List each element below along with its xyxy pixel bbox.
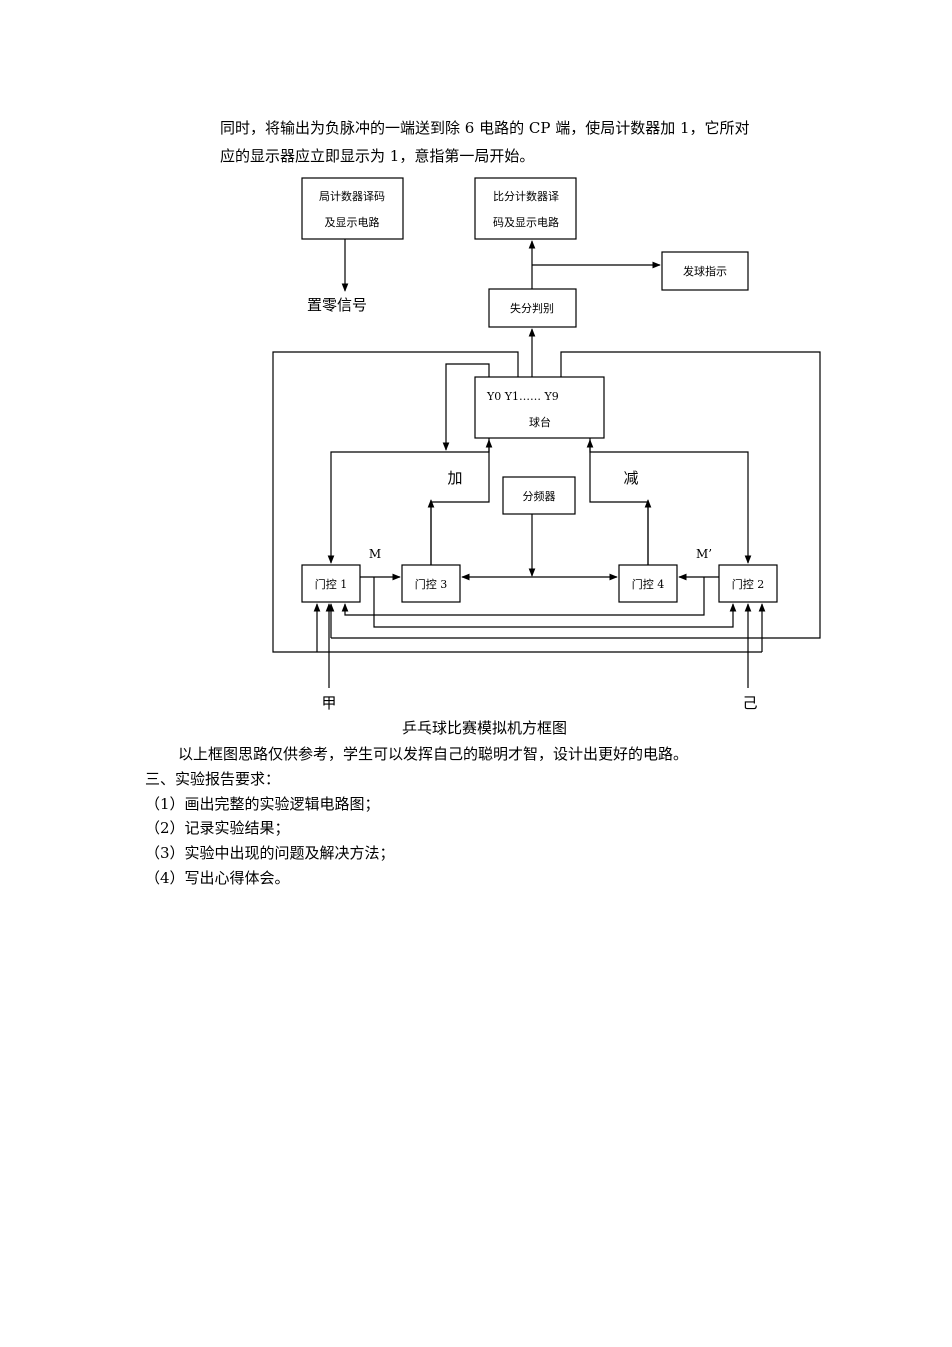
arrow-table-to-gate2 [589,438,752,564]
box-table-label-2: 球台 [529,415,551,429]
box-divider-label: 分频器 [523,489,556,503]
box-game-counter-label-1: 局计数器译码 [319,190,385,203]
arrow-subtract [586,439,649,565]
label-m: M [369,547,381,561]
requirement-item: （4）写出心得体会。 [145,869,290,887]
intro-line-1: 同时，将输出为负脉冲的一端送到除 6 电路的 CP 端，使局计数器加 1，它所对 [220,119,750,137]
box-table [474,376,605,439]
box-serve-indicator-label: 发球指示 [683,264,727,278]
outer-loop-right [331,351,821,639]
arrow-table-to-gate1 [327,438,490,564]
box-game-counter [301,177,404,240]
box-gate-1 [301,564,361,603]
section-title: 三、实验报告要求： [145,770,281,788]
player-a-label: 甲 [321,694,336,712]
arrow-table-feedback [442,363,490,451]
label-subtract: 减 [623,469,638,487]
requirement-item: （2）记录实验结果； [145,819,290,837]
player-b-label: 己 [742,694,757,712]
label-add: 加 [447,469,462,487]
box-score-counter-label-2: 码及显示电路 [493,216,559,229]
box-gate-4 [618,564,678,603]
intro-line-2: 应的显示器应立即显示为 1，意指第一局开始。 [220,147,535,165]
box-gate-2-label: 门控 2 [732,577,765,591]
box-gate-4-label: 门控 4 [632,577,665,591]
block-diagram: 局计数器译码 及显示电路 比分计数器译 码及显示电路 发球指示 失分判别 置零信… [272,177,821,712]
box-point-loss-label: 失分判别 [510,302,554,315]
box-divider [502,476,576,515]
figure-caption: 乒乓球比赛模拟机方框图 [402,719,568,737]
box-game-counter-label-2: 及显示电路 [325,216,380,229]
reset-signal-label: 置零信号 [307,296,367,314]
arrow-add [430,439,493,565]
requirement-item: （3）实验中出现的问题及解决方法； [145,844,395,862]
box-gate-3 [401,564,461,603]
box-point-loss [488,288,577,328]
box-gate-2 [718,564,778,603]
box-table-label-1: Y0 Y1…… Y9 [486,390,559,403]
box-gate-1-label: 门控 1 [315,577,348,591]
requirement-item: （1）画出完整的实验逻辑电路图； [145,795,380,813]
outer-loop-left [272,351,762,653]
arrow-mprime-to-gate1 [341,577,705,616]
box-gate-3-label: 门控 3 [415,577,448,591]
note-paragraph: 以上框图思路仅供参考，学生可以发挥自己的聪明才智，设计出更好的电路。 [178,745,689,763]
arrow-m-to-gate2 [373,577,737,628]
label-m-prime: M’ [696,547,712,561]
box-score-counter-label-1: 比分计数器译 [493,190,559,203]
box-serve-indicator [661,251,749,291]
box-score-counter [474,177,577,240]
